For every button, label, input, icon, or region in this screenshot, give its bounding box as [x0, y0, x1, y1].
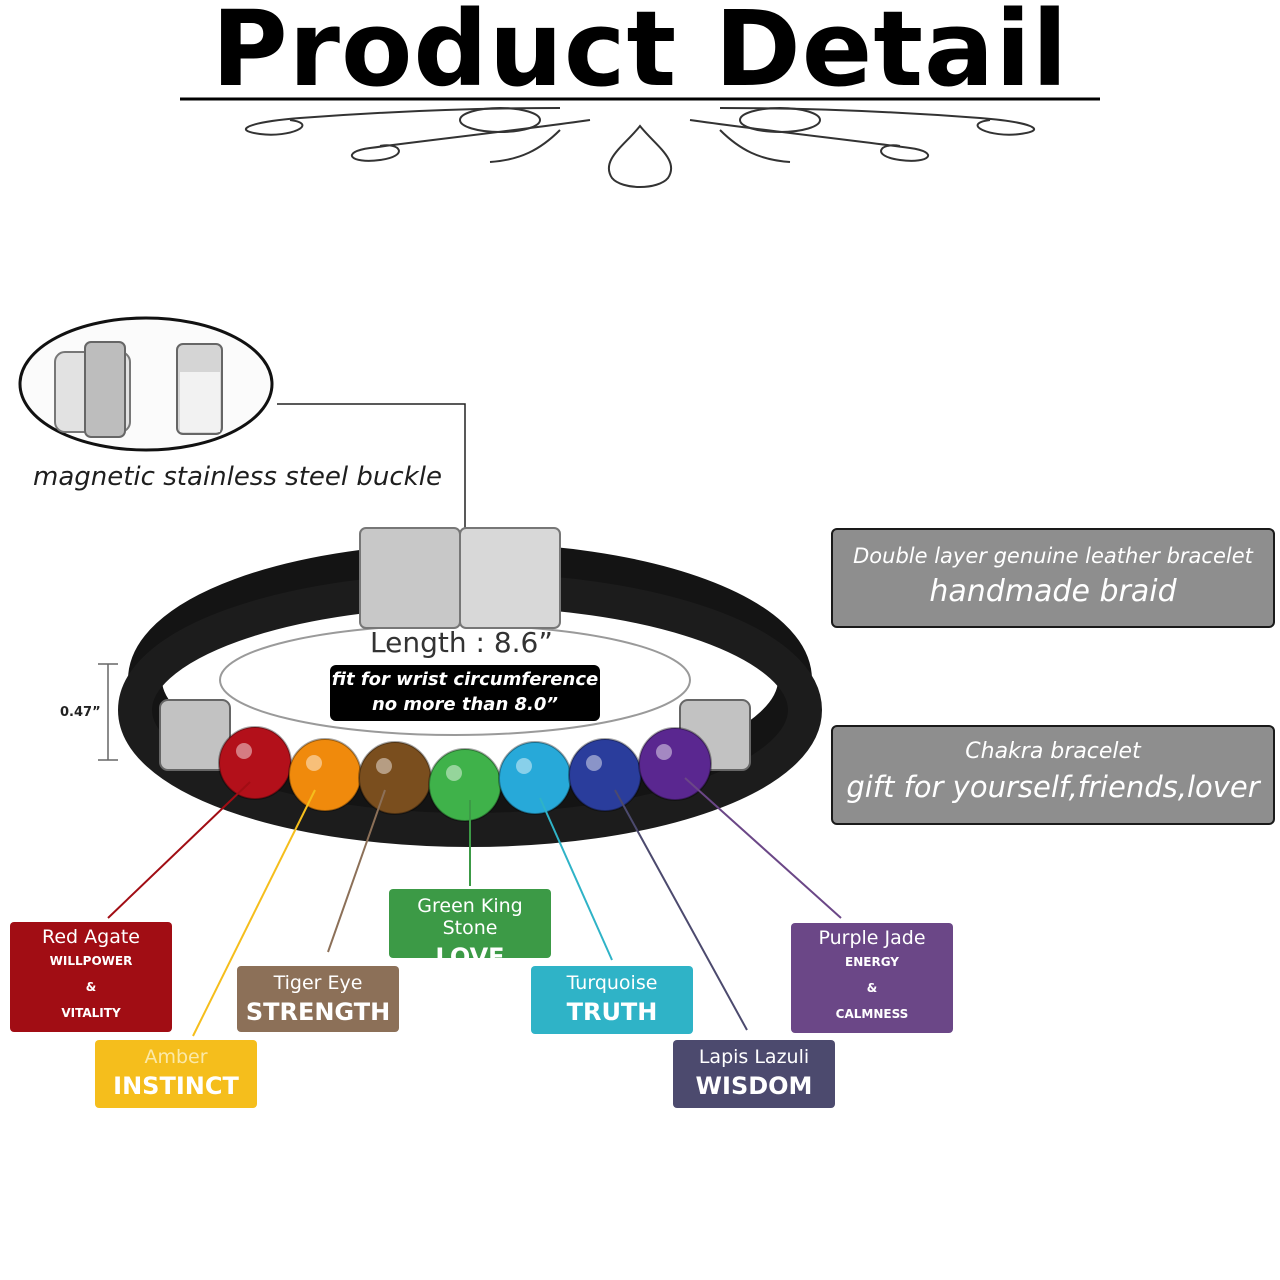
stone-meaning: LOVE — [435, 943, 505, 971]
clasp-right — [459, 527, 561, 629]
buckle-closeup-image — [18, 316, 274, 452]
ornament-divider — [180, 97, 1100, 188]
stone-label-tiger-eye: Tiger Eye STRENGTH — [237, 966, 399, 1032]
stone-meaning: & — [866, 981, 878, 995]
feature-box-chakra: Chakra bracelet gift for yourself,friend… — [831, 725, 1275, 825]
stone-label-purple-jade: Purple Jade ENERGY & CALMNESS — [791, 923, 953, 1033]
page-title: Product Detail — [211, 0, 1069, 110]
bead-highlight — [516, 758, 532, 774]
stone-label-amber: Amber INSTINCT — [95, 1040, 257, 1108]
stone-meaning: TRUTH — [566, 998, 658, 1026]
stone-meaning: STRENGTH — [245, 998, 391, 1026]
stone-meaning: CALMNESS — [835, 1007, 909, 1021]
feature-box-chakra-line1: Chakra bracelet — [965, 739, 1141, 764]
stone-name: Green King Stone — [417, 895, 523, 939]
buckle-leader-line — [277, 403, 466, 532]
stone-meaning: WILLPOWER — [49, 954, 133, 968]
width-label: 0.47” — [60, 705, 101, 720]
feature-box-leather: Double layer genuine leather bracelet ha… — [831, 528, 1275, 628]
bead-row — [218, 726, 712, 822]
feature-box-chakra-line2: gift for yourself,friends,lover — [846, 770, 1260, 804]
feature-box-leather-line2: handmade braid — [929, 574, 1177, 609]
fit-note-line1: fit for wrist circumference — [331, 669, 599, 690]
stone-label-turquoise: Turquoise TRUTH — [531, 966, 693, 1034]
stone-name: Turquoise — [566, 972, 658, 994]
stone-meaning: VITALITY — [61, 1006, 121, 1020]
stone-leader-lines — [107, 777, 842, 1037]
fit-note-box: fit for wrist circumference no more than… — [330, 665, 600, 721]
stone-name: Lapis Lazuli — [698, 1046, 810, 1068]
width-dimension-marker — [98, 663, 118, 761]
chakra-bead — [638, 727, 712, 801]
bead-highlight — [656, 744, 672, 760]
buckle-caption: magnetic stainless steel buckle — [33, 462, 442, 492]
feature-box-leather-line1: Double layer genuine leather bracelet — [853, 544, 1253, 568]
bead-highlight — [306, 755, 322, 771]
stone-name: Purple Jade — [818, 927, 926, 949]
stone-label-red-agate: Red Agate WILLPOWER & VITALITY — [10, 922, 172, 1032]
stone-label-green-king-stone: Green King Stone LOVE — [389, 889, 551, 971]
stone-name: Tiger Eye — [273, 972, 363, 994]
fit-note-line2: no more than 8.0” — [371, 694, 559, 715]
clasp-left — [359, 527, 461, 629]
stone-meaning: WISDOM — [695, 1072, 813, 1100]
bead-highlight — [236, 743, 252, 759]
chakra-bead — [218, 726, 292, 800]
stone-meaning: & — [85, 980, 97, 994]
stone-name: Amber — [144, 1046, 208, 1068]
stone-meaning: INSTINCT — [113, 1072, 239, 1100]
bead-highlight — [376, 758, 392, 774]
stone-name: Red Agate — [42, 926, 140, 948]
length-label: Length : 8.6” — [370, 626, 553, 659]
stone-label-lapis-lazuli: Lapis Lazuli WISDOM — [673, 1040, 835, 1108]
steel-tube-left — [159, 699, 231, 771]
bead-highlight — [586, 755, 602, 771]
bead-highlight — [446, 765, 462, 781]
stone-meaning: ENERGY — [845, 955, 899, 969]
